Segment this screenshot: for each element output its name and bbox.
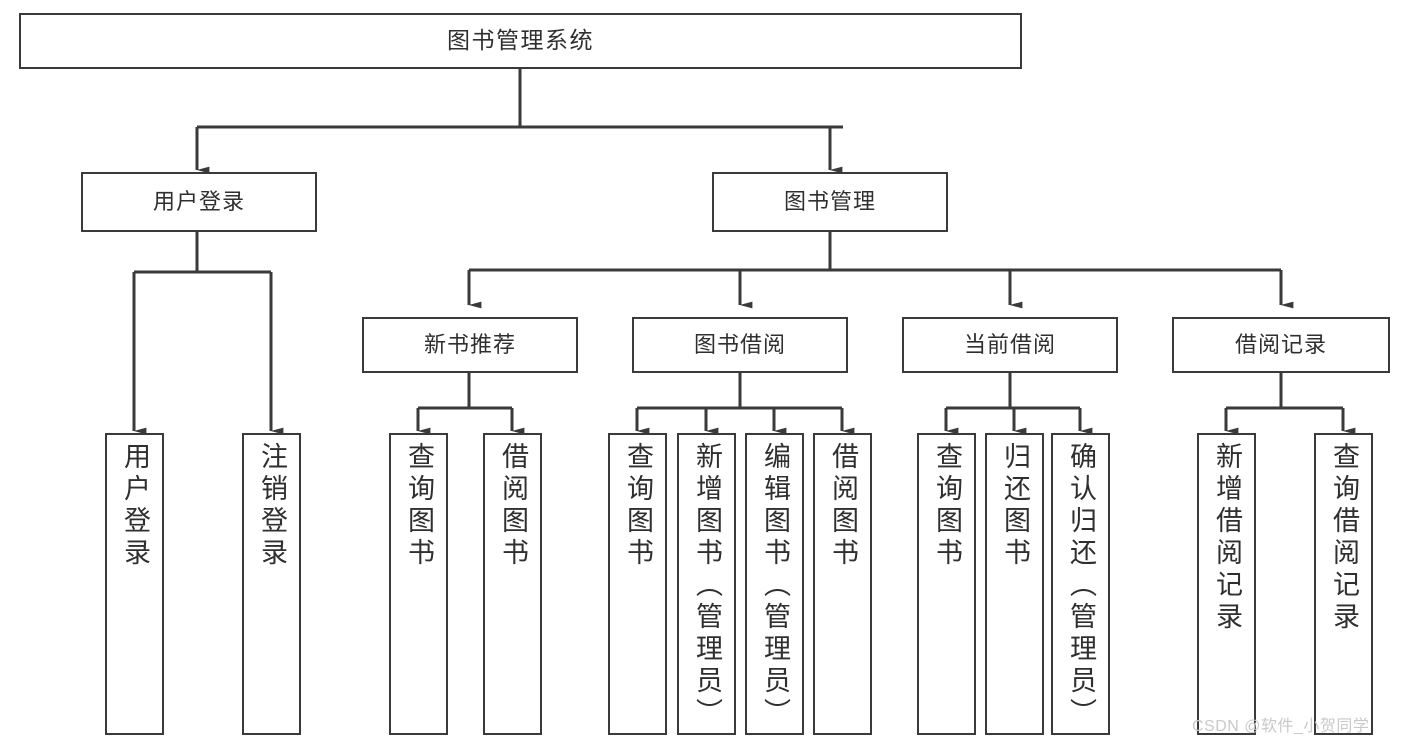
leaf-return-book[interactable]: 归还图书	[985, 433, 1044, 735]
node-current-borrow[interactable]: 当前借阅	[902, 317, 1118, 373]
leaf-query-record[interactable]: 查询借阅记录	[1314, 433, 1373, 735]
leaf-borrow-book-1[interactable]: 借阅图书	[483, 433, 542, 735]
leaf-query-book-1-label: 查询图书	[404, 442, 434, 570]
leaf-query-record-label: 查询借阅记录	[1329, 442, 1359, 634]
leaf-query-book-1[interactable]: 查询图书	[389, 433, 448, 735]
node-borrow-records[interactable]: 借阅记录	[1172, 317, 1390, 373]
node-book-borrow[interactable]: 图书借阅	[632, 317, 848, 373]
leaf-edit-book[interactable]: 编辑图书（管理员）	[745, 433, 804, 735]
node-root-label: 图书管理系统	[447, 27, 594, 54]
node-current-borrow-label: 当前借阅	[963, 332, 1056, 358]
node-root[interactable]: 图书管理系统	[19, 13, 1022, 69]
node-borrow-records-label: 借阅记录	[1234, 332, 1327, 358]
leaf-query-book-3-label: 查询图书	[932, 442, 962, 570]
leaf-edit-book-label: 编辑图书（管理员）	[760, 442, 790, 730]
node-book-management-label: 图书管理	[783, 189, 876, 215]
node-new-book-recommend-label: 新书推荐	[423, 332, 516, 358]
leaf-add-book[interactable]: 新增图书（管理员）	[677, 433, 736, 735]
node-book-management[interactable]: 图书管理	[712, 172, 948, 232]
node-user-login-label: 用户登录	[152, 189, 245, 215]
leaf-logout-label: 注销登录	[257, 442, 287, 570]
node-new-book-recommend[interactable]: 新书推荐	[362, 317, 578, 373]
leaf-user-login[interactable]: 用户登录	[105, 433, 164, 735]
node-book-borrow-label: 图书借阅	[693, 332, 786, 358]
node-user-login[interactable]: 用户登录	[81, 172, 317, 232]
leaf-logout[interactable]: 注销登录	[242, 433, 301, 735]
leaf-query-book-3[interactable]: 查询图书	[917, 433, 976, 735]
leaf-borrow-book-1-label: 借阅图书	[498, 442, 528, 570]
leaf-user-login-label: 用户登录	[120, 442, 150, 570]
leaf-add-book-label: 新增图书（管理员）	[692, 442, 722, 730]
leaf-query-book-2-label: 查询图书	[623, 442, 653, 570]
leaf-return-book-label: 归还图书	[1000, 442, 1030, 570]
leaf-borrow-book-2-label: 借阅图书	[828, 442, 858, 570]
leaf-borrow-book-2[interactable]: 借阅图书	[813, 433, 872, 735]
csdn-watermark: CSDN @软件_小贺同学	[1192, 718, 1370, 735]
leaf-query-book-2[interactable]: 查询图书	[608, 433, 667, 735]
leaf-add-record-label: 新增借阅记录	[1212, 442, 1242, 634]
leaf-add-record[interactable]: 新增借阅记录	[1197, 433, 1256, 735]
leaf-confirm-return-label: 确认归还（管理员）	[1066, 442, 1096, 730]
leaf-confirm-return[interactable]: 确认归还（管理员）	[1051, 433, 1110, 735]
